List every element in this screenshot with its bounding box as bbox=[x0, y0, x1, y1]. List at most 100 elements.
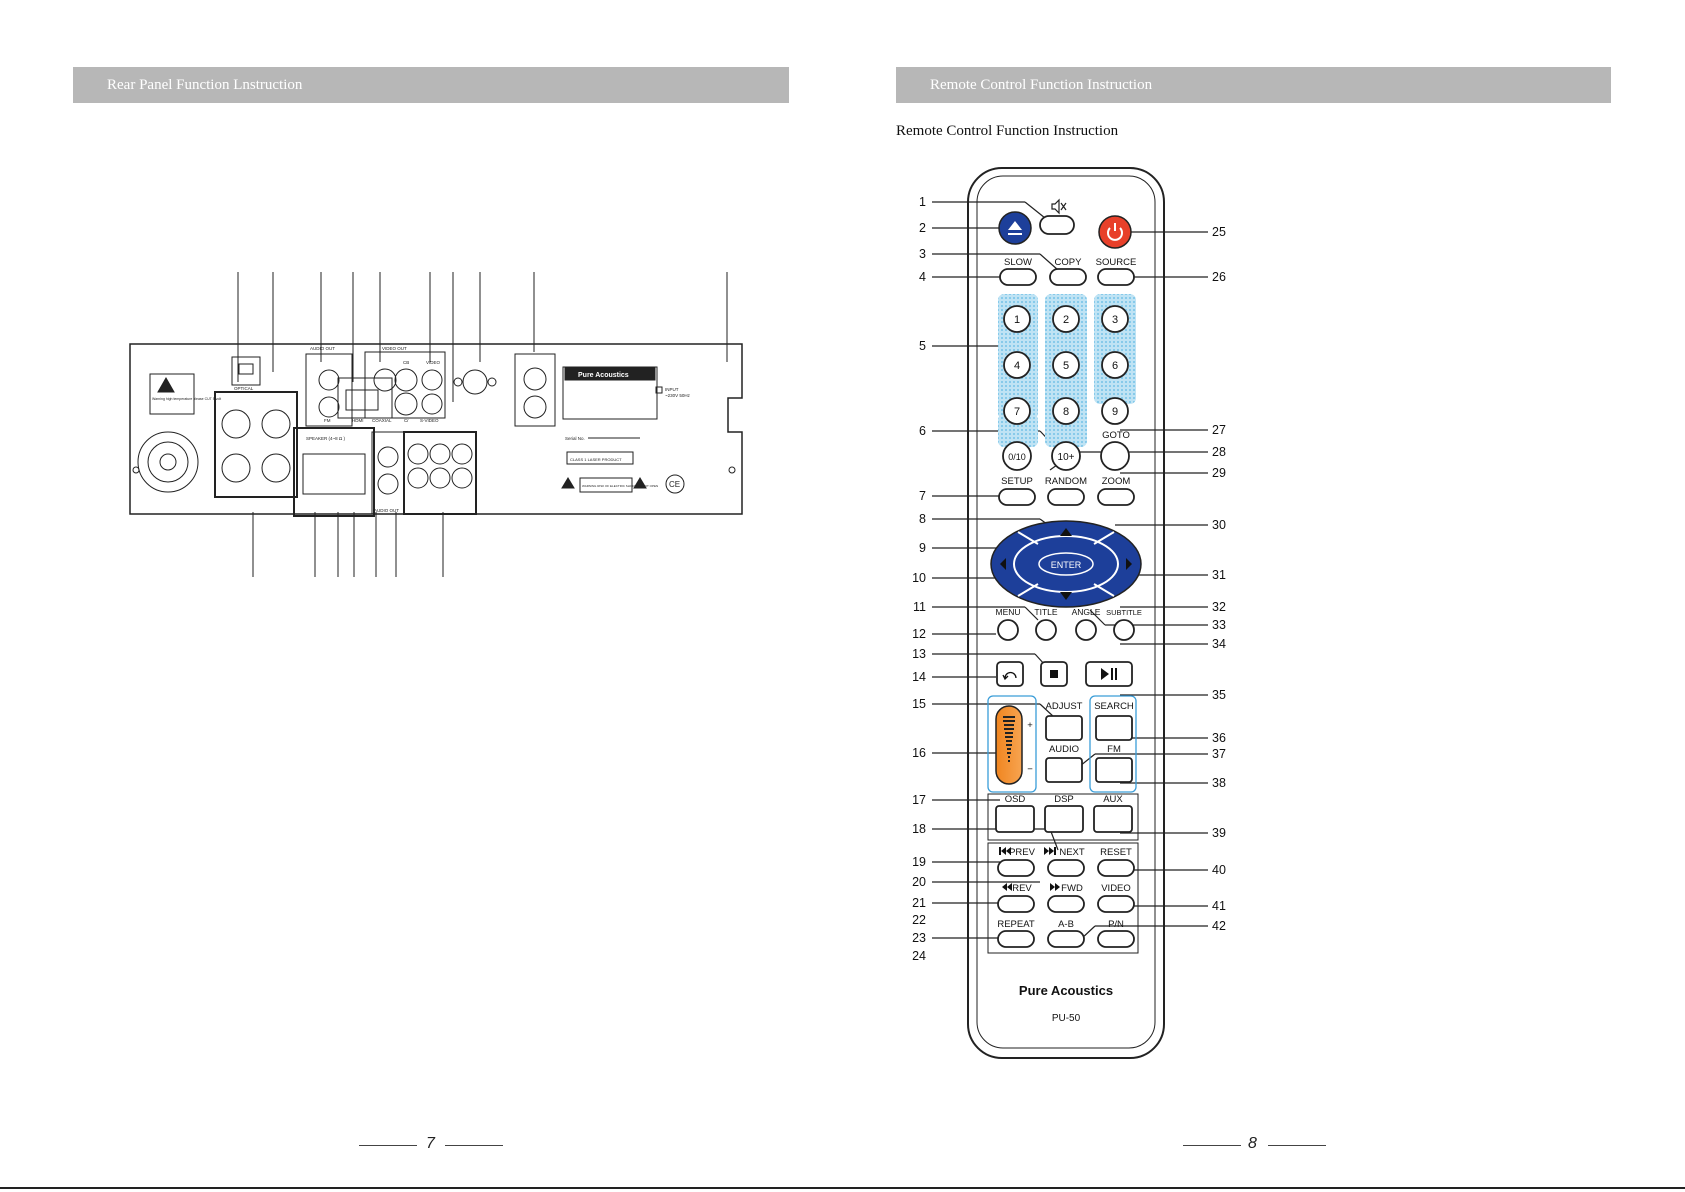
volume-frame bbox=[987, 695, 1037, 793]
speaker-label: SPEAKER (4~8 Ω ) bbox=[306, 436, 346, 441]
page-number-rule bbox=[1183, 1145, 1241, 1146]
setup-label: SETUP bbox=[1001, 476, 1033, 487]
dsp-label: DSP bbox=[1054, 794, 1074, 805]
digit-label: 10+ bbox=[1058, 452, 1075, 463]
zoom-button[interactable] bbox=[1097, 488, 1135, 506]
laser-label-box bbox=[566, 451, 634, 465]
random-label: RANDOM bbox=[1045, 476, 1087, 487]
ab-button[interactable] bbox=[1047, 930, 1085, 948]
adjust-button[interactable] bbox=[1045, 715, 1083, 741]
nav-up-icon[interactable] bbox=[1060, 528, 1072, 536]
fm-label: FM bbox=[1107, 744, 1121, 755]
callout-number: 24 bbox=[912, 949, 926, 963]
digit-4-button[interactable] bbox=[1003, 351, 1031, 379]
callout-number: 32 bbox=[1212, 600, 1226, 614]
dsp-button[interactable] bbox=[1044, 805, 1084, 833]
next-label: NEXT bbox=[1059, 847, 1085, 858]
callout-number: 9 bbox=[919, 541, 926, 555]
ab-label: A-B bbox=[1058, 919, 1074, 930]
search-fm-frame bbox=[1089, 695, 1137, 793]
callout-number: 12 bbox=[912, 627, 926, 641]
digit-label: 3 bbox=[1112, 314, 1118, 326]
prev-button[interactable] bbox=[997, 859, 1035, 877]
setup-button[interactable] bbox=[998, 488, 1036, 506]
aux-button[interactable] bbox=[1093, 805, 1133, 833]
subtitle-button[interactable] bbox=[1113, 619, 1135, 641]
page-number-rule bbox=[359, 1145, 417, 1146]
pn-button[interactable] bbox=[1097, 930, 1135, 948]
osd-button[interactable] bbox=[995, 805, 1035, 833]
enter-button[interactable] bbox=[1038, 552, 1094, 576]
page-number-right: 8 bbox=[1248, 1135, 1257, 1152]
speaker-terminal-block bbox=[214, 391, 298, 498]
video-label: VIDEO bbox=[426, 360, 441, 365]
digit-label: 6 bbox=[1112, 360, 1118, 372]
rev-button[interactable] bbox=[997, 895, 1035, 913]
fwd-button[interactable] bbox=[1047, 895, 1085, 913]
coaxial-label: COAXIAL bbox=[372, 418, 392, 423]
digit-label: 9 bbox=[1112, 406, 1118, 418]
page-number-rule bbox=[1268, 1145, 1326, 1146]
digit-label: 8 bbox=[1063, 406, 1069, 418]
slow-label: SLOW bbox=[1004, 257, 1032, 268]
audio-button[interactable] bbox=[1045, 757, 1083, 783]
repeat-label: REPEAT bbox=[997, 919, 1035, 930]
rear-panel-diagram: OPTICAL AUDIO OUT VIDEO OUT CB VIDEO FM … bbox=[129, 272, 743, 577]
digit-5-button[interactable] bbox=[1052, 351, 1080, 379]
callout-number: 21 bbox=[912, 896, 926, 910]
copy-button[interactable] bbox=[1049, 268, 1087, 286]
fm-antenna-port bbox=[462, 369, 488, 395]
digit-10plus-button[interactable] bbox=[1051, 441, 1081, 471]
page-number-left: 7 bbox=[426, 1135, 435, 1152]
digit-3-button[interactable] bbox=[1101, 305, 1129, 333]
digit-2-button[interactable] bbox=[1052, 305, 1080, 333]
callout-number: 18 bbox=[912, 822, 926, 836]
video-label: VIDEO bbox=[1101, 883, 1131, 894]
callout-number: 2 bbox=[919, 221, 926, 235]
eject-icon bbox=[1008, 221, 1022, 235]
power-icon bbox=[1107, 223, 1123, 241]
angle-button[interactable] bbox=[1075, 619, 1097, 641]
digit-0-10-button[interactable] bbox=[1002, 441, 1032, 471]
ce-mark bbox=[665, 474, 685, 494]
digit-8-button[interactable] bbox=[1052, 397, 1080, 425]
reset-button[interactable] bbox=[1097, 859, 1135, 877]
osd-label: OSD bbox=[1005, 794, 1026, 805]
digit-6-button[interactable] bbox=[1101, 351, 1129, 379]
callout-number: 8 bbox=[919, 512, 926, 526]
random-button[interactable] bbox=[1047, 488, 1085, 506]
cb-label: CB bbox=[403, 360, 409, 365]
audio-label: AUDIO bbox=[1049, 744, 1079, 755]
callout-number: 5 bbox=[919, 339, 926, 353]
callout-number: 29 bbox=[1212, 466, 1226, 480]
nav-down-icon[interactable] bbox=[1060, 592, 1072, 600]
digit-label: 0/10 bbox=[1008, 452, 1026, 462]
source-button[interactable] bbox=[1097, 268, 1135, 286]
digit-7-button[interactable] bbox=[1003, 397, 1031, 425]
search-button[interactable] bbox=[1095, 715, 1133, 741]
goto-button[interactable] bbox=[1100, 441, 1130, 471]
slow-button[interactable] bbox=[999, 268, 1037, 286]
nav-right-icon[interactable] bbox=[1126, 558, 1132, 570]
warning-label-box bbox=[149, 373, 195, 415]
repeat-button[interactable] bbox=[997, 930, 1035, 948]
fm-button[interactable] bbox=[1095, 757, 1133, 783]
volume-minus-label: − bbox=[1027, 764, 1033, 775]
chassis-outline bbox=[129, 343, 743, 515]
next-button[interactable] bbox=[1047, 859, 1085, 877]
title-button[interactable] bbox=[1035, 619, 1057, 641]
optical-label: OPTICAL bbox=[234, 386, 254, 391]
video-button[interactable] bbox=[1097, 895, 1135, 913]
aux-block bbox=[514, 353, 556, 427]
menu-button[interactable] bbox=[997, 619, 1019, 641]
callout-number: 27 bbox=[1212, 423, 1226, 437]
digit-9-button[interactable] bbox=[1101, 397, 1129, 425]
digit-1-button[interactable] bbox=[1003, 305, 1031, 333]
return-button[interactable] bbox=[996, 661, 1024, 687]
mute-button[interactable] bbox=[1039, 215, 1075, 235]
power-button[interactable] bbox=[1098, 215, 1132, 249]
shock-warning-text: WARNING RISK OF ELECTRIC SHOCK DO NOT OP… bbox=[582, 484, 658, 488]
optical-port bbox=[231, 356, 261, 386]
nav-left-icon[interactable] bbox=[1000, 558, 1006, 570]
remote-control-header: Remote Control Function Instruction bbox=[896, 67, 1611, 103]
